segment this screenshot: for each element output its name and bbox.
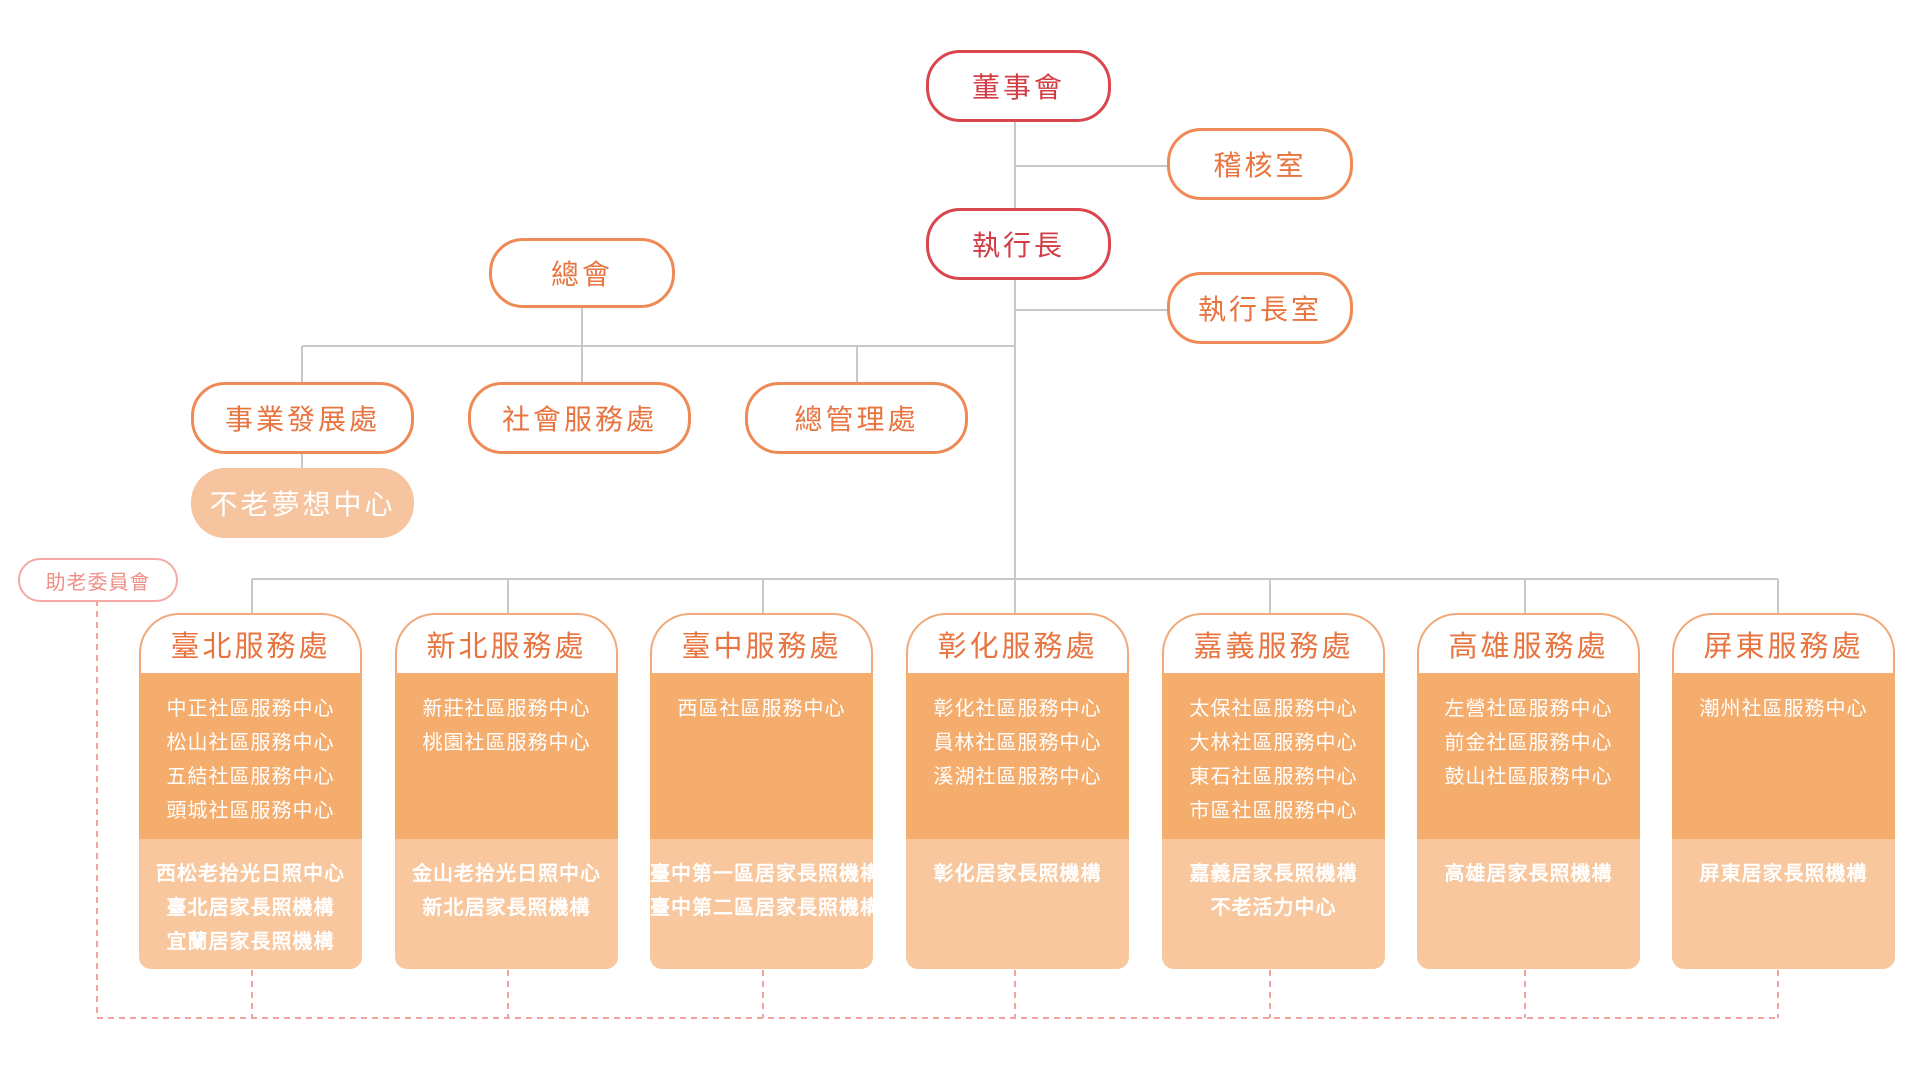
community-centers-list: 中正社區服務中心松山社區服務中心五結社區服務中心頭城社區服務中心: [139, 673, 362, 839]
community-centers-list: 彰化社區服務中心員林社區服務中心溪湖社區服務中心: [906, 673, 1129, 839]
service-office-card: 屏東服務處潮州社區服務中心屏東居家長照機構: [1672, 613, 1895, 969]
community-center-item: 桃園社區服務中心: [422, 730, 591, 754]
service-office-card: 嘉義服務處太保社區服務中心大林社區服務中心東石社區服務中心市區社區服務中心嘉義居…: [1162, 613, 1385, 969]
community-center-item: 員林社區服務中心: [933, 730, 1102, 754]
community-center-item: 頭城社區服務中心: [166, 798, 335, 822]
care-institution-item: 臺北居家長照機構: [166, 895, 335, 919]
care-institutions-list: 高雄居家長照機構: [1417, 839, 1640, 969]
care-institution-item: 嘉義居家長照機構: [1189, 861, 1358, 885]
community-centers-list: 太保社區服務中心大林社區服務中心東石社區服務中心市區社區服務中心: [1162, 673, 1385, 839]
community-center-item: 前金社區服務中心: [1444, 730, 1613, 754]
community-centers-list: 潮州社區服務中心: [1672, 673, 1895, 839]
community-center-item: 大林社區服務中心: [1189, 730, 1358, 754]
care-institutions-list: 彰化居家長照機構: [906, 839, 1129, 969]
division-business-development: 事業發展處: [191, 382, 414, 454]
division-general-management: 總管理處: [745, 382, 968, 454]
care-institution-item: 西松老拾光日照中心: [156, 861, 345, 885]
service-office-card: 臺中服務處西區社區服務中心臺中第一區居家長照機構臺中第二區居家長照機構: [650, 613, 881, 969]
community-centers-list: 西區社區服務中心: [650, 673, 873, 839]
care-institutions-list: 臺中第一區居家長照機構臺中第二區居家長照機構: [650, 839, 881, 969]
service-office-title: 嘉義服務處: [1162, 613, 1385, 673]
board-node: 董事會: [926, 50, 1111, 122]
service-office-card: 臺北服務處中正社區服務中心松山社區服務中心五結社區服務中心頭城社區服務中心西松老…: [139, 613, 362, 969]
service-office-title: 臺中服務處: [650, 613, 873, 673]
community-center-item: 新莊社區服務中心: [422, 696, 591, 720]
service-office-title: 新北服務處: [395, 613, 618, 673]
ceo-office-node: 執行長室: [1167, 272, 1353, 344]
community-centers-list: 新莊社區服務中心桃園社區服務中心: [395, 673, 618, 839]
community-center-item: 市區社區服務中心: [1189, 798, 1358, 822]
headquarters-node: 總會: [489, 238, 675, 308]
service-office-card: 高雄服務處左營社區服務中心前金社區服務中心鼓山社區服務中心高雄居家長照機構: [1417, 613, 1640, 969]
community-center-item: 松山社區服務中心: [166, 730, 335, 754]
community-center-item: 潮州社區服務中心: [1699, 696, 1868, 720]
community-center-item: 溪湖社區服務中心: [933, 764, 1102, 788]
community-centers-list: 左營社區服務中心前金社區服務中心鼓山社區服務中心: [1417, 673, 1640, 839]
community-center-item: 太保社區服務中心: [1189, 696, 1358, 720]
care-institutions-list: 西松老拾光日照中心臺北居家長照機構宜蘭居家長照機構: [139, 839, 362, 969]
community-center-item: 東石社區服務中心: [1189, 764, 1358, 788]
community-center-item: 西區社區服務中心: [677, 696, 846, 720]
care-institution-item: 屏東居家長照機構: [1699, 861, 1868, 885]
community-center-item: 左營社區服務中心: [1444, 696, 1613, 720]
care-institution-item: 臺中第二區居家長照機構: [650, 895, 881, 919]
elder-committee-node: 助老委員會: [18, 558, 178, 602]
care-institution-item: 彰化居家長照機構: [933, 861, 1102, 885]
service-office-card: 彰化服務處彰化社區服務中心員林社區服務中心溪湖社區服務中心彰化居家長照機構: [906, 613, 1129, 969]
care-institution-item: 臺中第一區居家長照機構: [650, 861, 881, 885]
service-office-title: 高雄服務處: [1417, 613, 1640, 673]
care-institutions-list: 屏東居家長照機構: [1672, 839, 1895, 969]
care-institutions-list: 金山老拾光日照中心新北居家長照機構: [395, 839, 618, 969]
ceo-node: 執行長: [926, 208, 1111, 280]
service-office-card: 新北服務處新莊社區服務中心桃園社區服務中心金山老拾光日照中心新北居家長照機構: [395, 613, 618, 969]
community-center-item: 五結社區服務中心: [166, 764, 335, 788]
division-social-services: 社會服務處: [468, 382, 691, 454]
service-office-title: 彰化服務處: [906, 613, 1129, 673]
audit-office-node: 稽核室: [1167, 128, 1353, 200]
service-office-title: 臺北服務處: [139, 613, 362, 673]
care-institution-item: 新北居家長照機構: [422, 895, 591, 919]
care-institution-item: 宜蘭居家長照機構: [166, 929, 335, 953]
care-institution-item: 金山老拾光日照中心: [412, 861, 601, 885]
dream-center-node: 不老夢想中心: [191, 468, 414, 538]
community-center-item: 彰化社區服務中心: [933, 696, 1102, 720]
community-center-item: 鼓山社區服務中心: [1444, 764, 1613, 788]
care-institutions-list: 嘉義居家長照機構不老活力中心: [1162, 839, 1385, 969]
care-institution-item: 不老活力中心: [1210, 895, 1337, 919]
community-center-item: 中正社區服務中心: [166, 696, 335, 720]
service-office-title: 屏東服務處: [1672, 613, 1895, 673]
care-institution-item: 高雄居家長照機構: [1444, 861, 1613, 885]
